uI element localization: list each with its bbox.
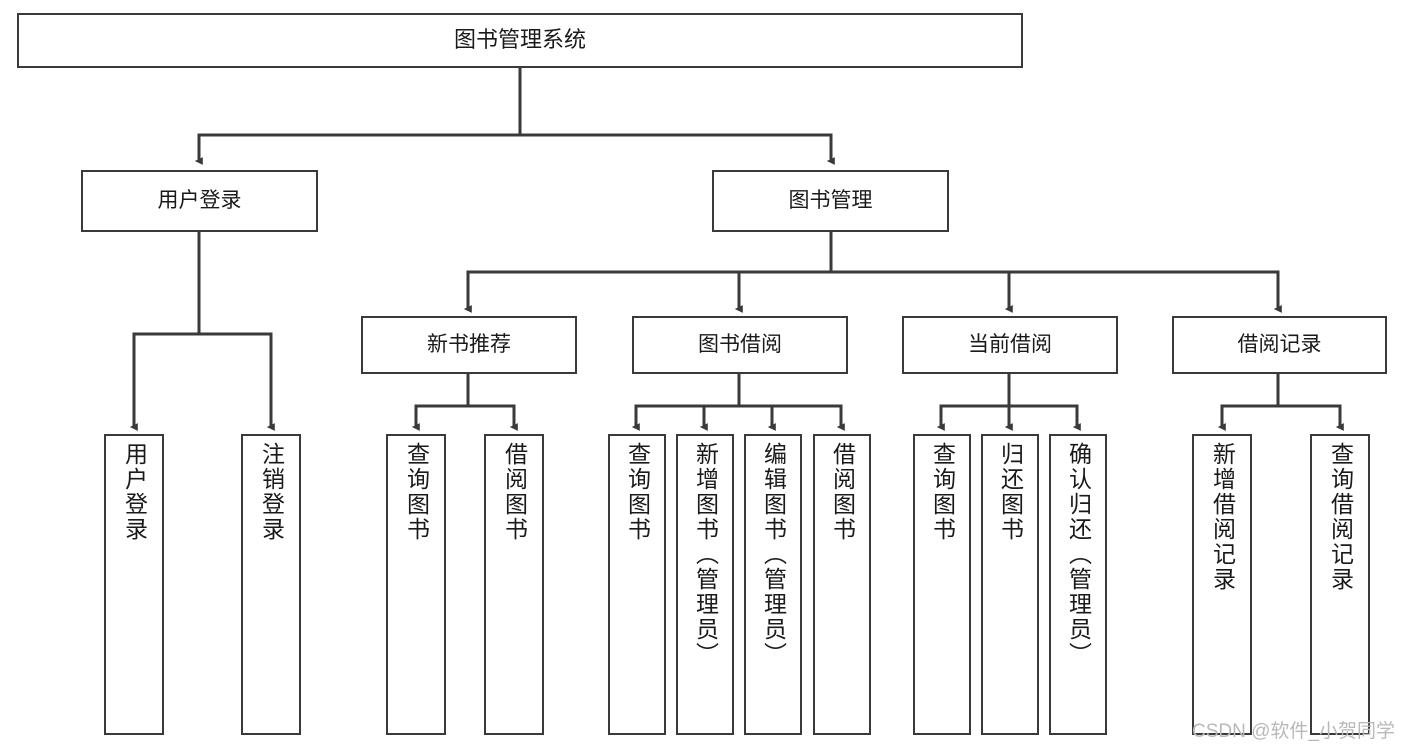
leaf-new-book-borrow-book[interactable]: 借阅图书 [484, 434, 544, 735]
node-label: 新增借阅记录 [1209, 442, 1236, 592]
node-user-login[interactable]: 用户登录 [81, 170, 318, 232]
node-book-borrow[interactable]: 图书借阅 [632, 316, 848, 374]
leaf-record-add-record[interactable]: 新增借阅记录 [1192, 434, 1252, 735]
leaf-borrow-borrow-book[interactable]: 借阅图书 [813, 434, 871, 735]
leaf-current-return-book[interactable]: 归还图书 [981, 434, 1039, 735]
node-label: 图书管理系统 [453, 27, 586, 53]
node-label: 查询图书 [929, 442, 956, 542]
node-current-borrow[interactable]: 当前借阅 [902, 316, 1118, 374]
leaf-current-confirm-return-admin[interactable]: 确认归还（管理员） [1049, 434, 1107, 735]
node-label: 查询图书 [403, 442, 430, 542]
node-label: 确认归还（管理员） [1065, 442, 1092, 667]
node-label: 借阅图书 [829, 442, 856, 542]
node-label: 用户登录 [121, 442, 148, 542]
node-new-book-recommend[interactable]: 新书推荐 [361, 316, 577, 374]
node-label: 编辑图书（管理员） [760, 442, 787, 667]
leaf-borrow-query-book[interactable]: 查询图书 [608, 434, 666, 735]
leaf-borrow-edit-book-admin[interactable]: 编辑图书（管理员） [744, 434, 802, 735]
node-label: 当前借阅 [968, 332, 1052, 356]
node-label: 注销登录 [258, 442, 285, 542]
node-label: 用户登录 [157, 188, 242, 212]
leaf-new-book-query-book[interactable]: 查询图书 [386, 434, 446, 735]
leaf-user-login[interactable]: 用户登录 [104, 434, 164, 735]
node-label: 图书借阅 [698, 332, 782, 356]
leaf-record-query-record[interactable]: 查询借阅记录 [1310, 434, 1370, 735]
node-label: 查询图书 [624, 442, 651, 542]
node-label: 新书推荐 [427, 332, 511, 356]
node-label: 图书管理 [788, 188, 873, 212]
node-label: 新增图书（管理员） [692, 442, 719, 667]
node-label: 借阅图书 [501, 442, 528, 542]
node-root[interactable]: 图书管理系统 [17, 13, 1023, 68]
node-label: 归还图书 [997, 442, 1024, 542]
node-borrow-record[interactable]: 借阅记录 [1172, 316, 1387, 374]
leaf-borrow-add-book-admin[interactable]: 新增图书（管理员） [676, 434, 734, 735]
node-label: 查询借阅记录 [1327, 442, 1354, 592]
leaf-logout-login[interactable]: 注销登录 [241, 434, 301, 735]
leaf-current-query-book[interactable]: 查询图书 [913, 434, 971, 735]
node-label: 借阅记录 [1237, 332, 1322, 356]
node-book-management[interactable]: 图书管理 [712, 170, 949, 232]
